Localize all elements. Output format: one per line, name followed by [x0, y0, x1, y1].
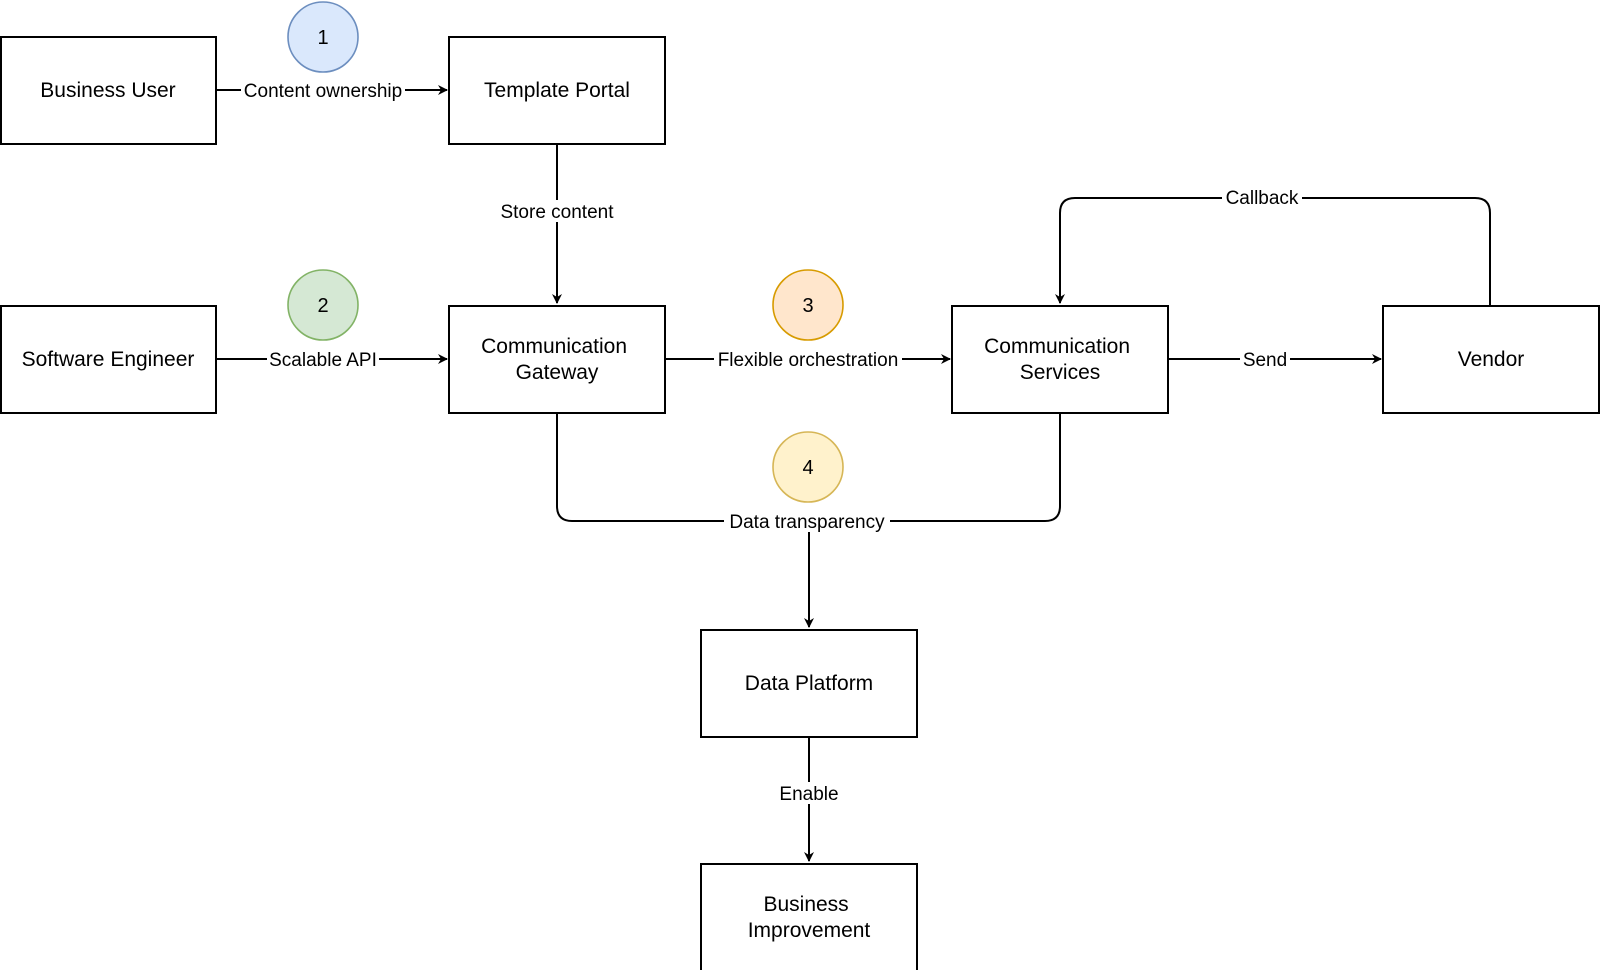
node-business-user[interactable]: Business User [0, 36, 217, 145]
edge-label-scalable-api: Scalable API [269, 350, 377, 371]
node-label-business-user: Business User [40, 79, 175, 102]
step-badge-1-circle [287, 1, 359, 73]
edge-label-data-transparency: Data transparency [729, 512, 885, 533]
node-label-business-improvement-line-2: Improvement [748, 919, 871, 942]
edge-label-content-ownership: Content ownership [244, 81, 402, 102]
edge-scalable-api: Scalable API [216, 348, 448, 371]
edge-data-transparency: Data transparency [556, 413, 1061, 628]
step-badge-1-number: 1 [317, 27, 328, 49]
node-communication-services[interactable]: Communication Services [951, 305, 1169, 414]
edge-store-content: Store content [496, 145, 618, 304]
edge-label-store-content: Store content [500, 202, 614, 223]
edge-flexible-orchestration: Flexible orchestration [666, 348, 951, 371]
step-badge-3-number: 3 [802, 295, 813, 317]
edge-callback: Callback [1055, 187, 1491, 305]
node-vendor[interactable]: Vendor [1382, 305, 1600, 414]
edge-label-callback: Callback [1226, 188, 1299, 209]
node-label-communication-gateway: Communication Gateway [481, 335, 633, 384]
step-badge-3-circle [772, 269, 844, 341]
node-label-data-platform: Data Platform [745, 672, 873, 695]
node-label-business-improvement-line-1: Business [763, 893, 848, 916]
node-label-communication-services-line-2: Services [1020, 361, 1101, 384]
node-label-communication-services: Communication Services [984, 335, 1136, 384]
step-badge-4: 4 [772, 431, 844, 503]
node-template-portal[interactable]: Template Portal [448, 36, 666, 145]
node-communication-gateway[interactable]: Communication Gateway [448, 305, 666, 414]
step-badge-2: 2 [287, 269, 359, 341]
node-label-software-engineer: Software Engineer [22, 348, 195, 371]
node-business-improvement[interactable]: Business Improvement [700, 863, 918, 970]
step-badge-2-circle [287, 269, 359, 341]
node-software-engineer[interactable]: Software Engineer [0, 305, 217, 414]
edge-send: Send [1168, 348, 1382, 371]
edge-label-flexible-orchestration: Flexible orchestration [718, 350, 899, 371]
node-label-communication-services-line-1: Communication [984, 335, 1130, 358]
edge-enable: Enable [777, 737, 841, 862]
node-label-template-portal: Template Portal [484, 79, 630, 102]
node-label-business-improvement: Business Improvement [748, 893, 871, 942]
node-label-communication-gateway-line-1: Communication [481, 335, 627, 358]
step-badge-4-number: 4 [802, 457, 813, 479]
edge-label-send: Send [1243, 350, 1287, 371]
step-badge-1: 1 [287, 1, 359, 73]
node-label-communication-gateway-line-2: Gateway [516, 361, 599, 384]
step-badge-2-number: 2 [317, 295, 328, 317]
node-label-vendor: Vendor [1458, 348, 1525, 371]
edge-content-ownership: Content ownership [216, 79, 448, 102]
step-badge-3: 3 [772, 269, 844, 341]
step-badge-4-circle [772, 431, 844, 503]
edge-label-enable: Enable [779, 784, 838, 805]
node-data-platform[interactable]: Data Platform [700, 629, 918, 738]
